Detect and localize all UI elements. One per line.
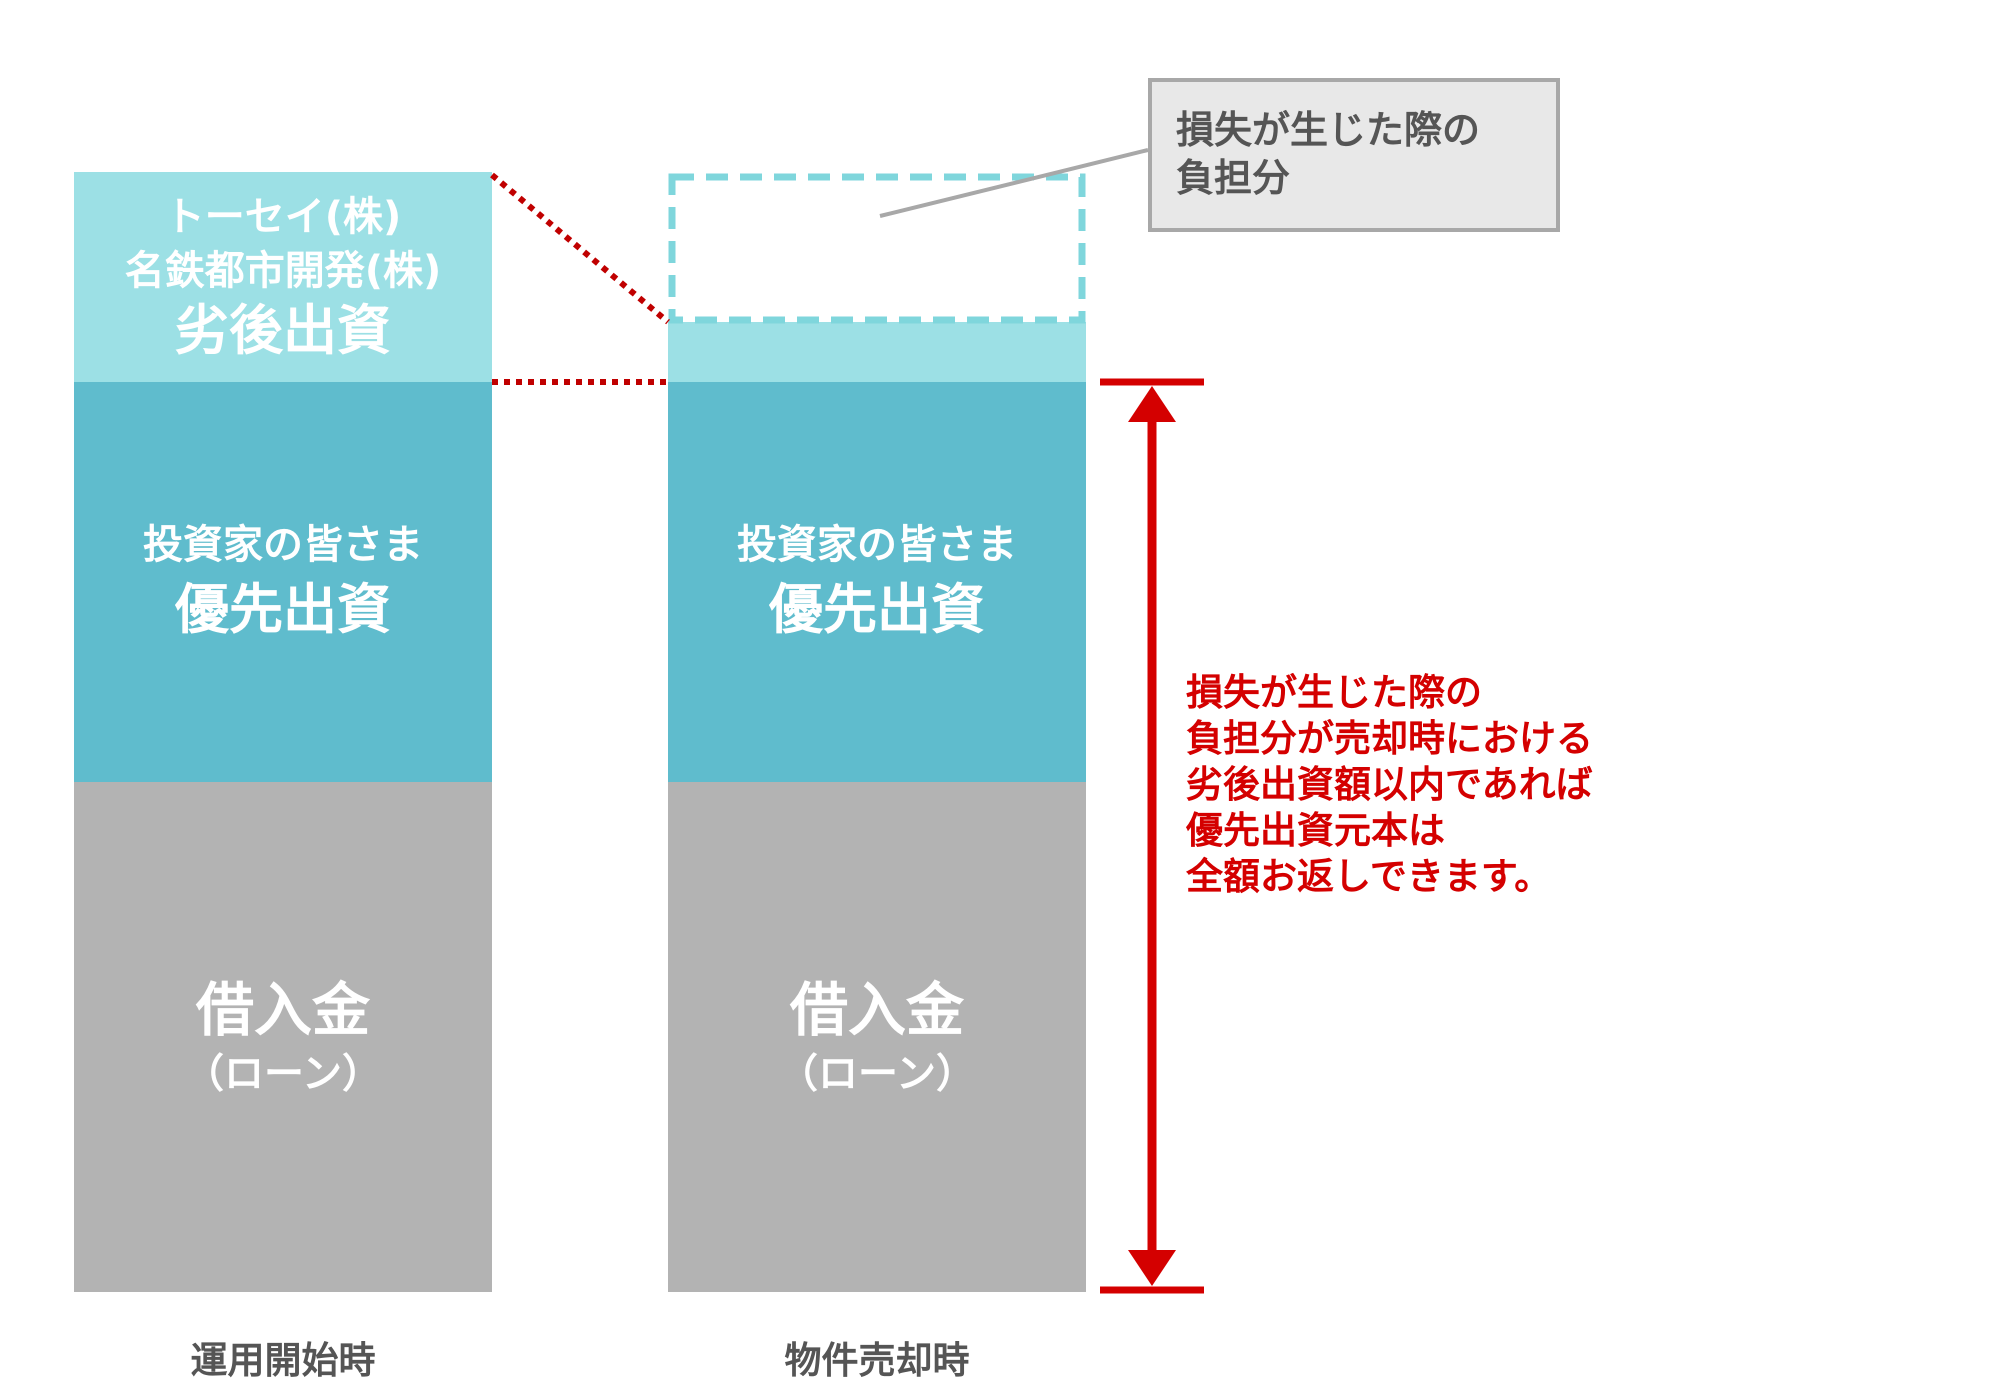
senior-title: 優先出資 <box>769 578 985 641</box>
repayment-note: 損失が生じた際の 負担分が売却時における 劣後出資額以内であれば 優先出資元本は… <box>1186 670 1593 900</box>
callout-leader-line <box>879 148 1149 218</box>
loss-dashed-box <box>668 173 1086 324</box>
senior-line1: 投資家の皆さま <box>143 522 423 568</box>
note-line-3: 劣後出資額以内であれば <box>1186 763 1593 806</box>
note-line-1: 損失が生じた際の <box>1186 671 1482 714</box>
loan-title: 借入金 <box>195 976 370 1044</box>
loss-box-line1: 損失が生じた際の <box>1176 108 1481 152</box>
subordinated-block-start: トーセイ(株) 名鉄都市開発(株) 劣後出資 <box>74 172 492 382</box>
arrow-up-icon <box>1128 386 1176 422</box>
column-label-start: 運用開始時 <box>190 1339 376 1382</box>
subordinated-block-sale <box>668 322 1086 382</box>
loan-title: 借入金 <box>789 976 964 1044</box>
loss-box-line2: 負担分 <box>1176 156 1291 200</box>
loss-share-callout: 損失が生じた際の 負担分 <box>1148 78 1560 232</box>
loan-block-start: 借入金 （ローン） <box>74 782 492 1292</box>
senior-title: 優先出資 <box>175 578 391 641</box>
subordinated-line2: 名鉄都市開発(株) <box>124 248 442 294</box>
subordinated-title: 劣後出資 <box>175 299 391 362</box>
loan-block-sale: 借入金 （ローン） <box>668 782 1086 1292</box>
connector-top-dotted <box>490 172 670 325</box>
senior-block-sale: 投資家の皆さま 優先出資 <box>668 382 1086 782</box>
senior-line1: 投資家の皆さま <box>737 522 1017 568</box>
column-label-sale: 物件売却時 <box>784 1339 970 1382</box>
arrow-down-icon <box>1128 1250 1176 1286</box>
loan-sub: （ローン） <box>778 1051 976 1097</box>
subordinated-line1: トーセイ(株) <box>164 194 402 240</box>
note-line-2: 負担分が売却時における <box>1186 717 1593 760</box>
loan-sub: （ローン） <box>184 1051 382 1097</box>
note-line-4: 優先出資元本は <box>1186 809 1445 852</box>
note-line-5: 全額お返しできます。 <box>1186 855 1552 898</box>
senior-block-start: 投資家の皆さま 優先出資 <box>74 382 492 782</box>
